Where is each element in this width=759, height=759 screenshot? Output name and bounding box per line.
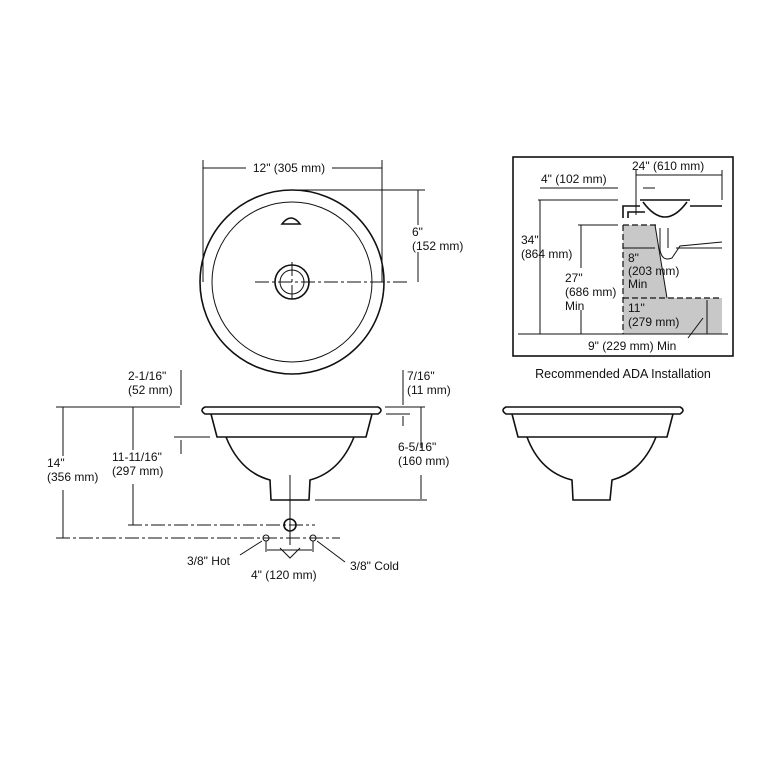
ada-frame — [512, 156, 734, 357]
supply-spacing-label: 4" (120 mm) — [251, 568, 317, 582]
overflow-icon — [280, 217, 302, 225]
ada-caption: Recommended ADA Installation — [535, 367, 711, 381]
width-dimension: 12" (305 mm) — [253, 161, 325, 175]
knee-label-min: Min — [565, 299, 584, 313]
height-label-mm: (864 mm) — [521, 247, 572, 261]
knee-depth-mm: (203 mm) — [628, 264, 679, 278]
drain-outlet — [283, 518, 297, 532]
hot-supply-label: 3/8" Hot — [187, 554, 231, 568]
setback-label: 4" (102 mm) — [541, 172, 607, 186]
ada-installation: 24" (610 mm) 4" (102 mm) 34" (864 mm) 27… — [512, 156, 734, 381]
profile-view — [502, 406, 684, 501]
counter-depth-label: 24" (610 mm) — [632, 159, 704, 173]
depth-dimension-in: 6" — [412, 225, 423, 239]
rim-thick-in: 7/16" — [407, 369, 435, 383]
rim-drop-mm: (52 mm) — [128, 383, 173, 397]
knee-label-in: 27" — [565, 271, 583, 285]
depth-dimension-mm: (152 mm) — [412, 239, 463, 253]
bowl-depth-in: 6-5/16" — [398, 440, 436, 454]
knee-label-mm: (686 mm) — [565, 285, 616, 299]
knee-depth-in: 8" — [628, 251, 639, 265]
rim-thick-mm: (11 mm) — [407, 383, 451, 397]
rim — [201, 406, 382, 415]
toe-height-in: 11" — [628, 301, 645, 315]
knee-depth-min: Min — [628, 277, 647, 291]
rim-drop-in: 2-1/16" — [128, 369, 166, 383]
bowl-depth-mm: (160 mm) — [398, 454, 449, 468]
toe-height-mm: (279 mm) — [628, 315, 679, 329]
total-height-mm: (356 mm) — [47, 470, 98, 484]
side-view: 2-1/16" (52 mm) 7/16" (11 mm) 6-5/16" (1… — [47, 369, 451, 582]
height-label-in: 34" — [521, 233, 539, 247]
drain-height-mm: (297 mm) — [112, 464, 163, 478]
total-height-in: 14" — [47, 456, 65, 470]
cold-supply-label: 3/8" Cold — [350, 559, 399, 573]
toe-depth-label: 9" (229 mm) Min — [588, 339, 676, 353]
drain-height-in: 11-11/16" — [112, 450, 162, 464]
top-view: 12" (305 mm) 6" (152 mm) — [199, 160, 463, 375]
